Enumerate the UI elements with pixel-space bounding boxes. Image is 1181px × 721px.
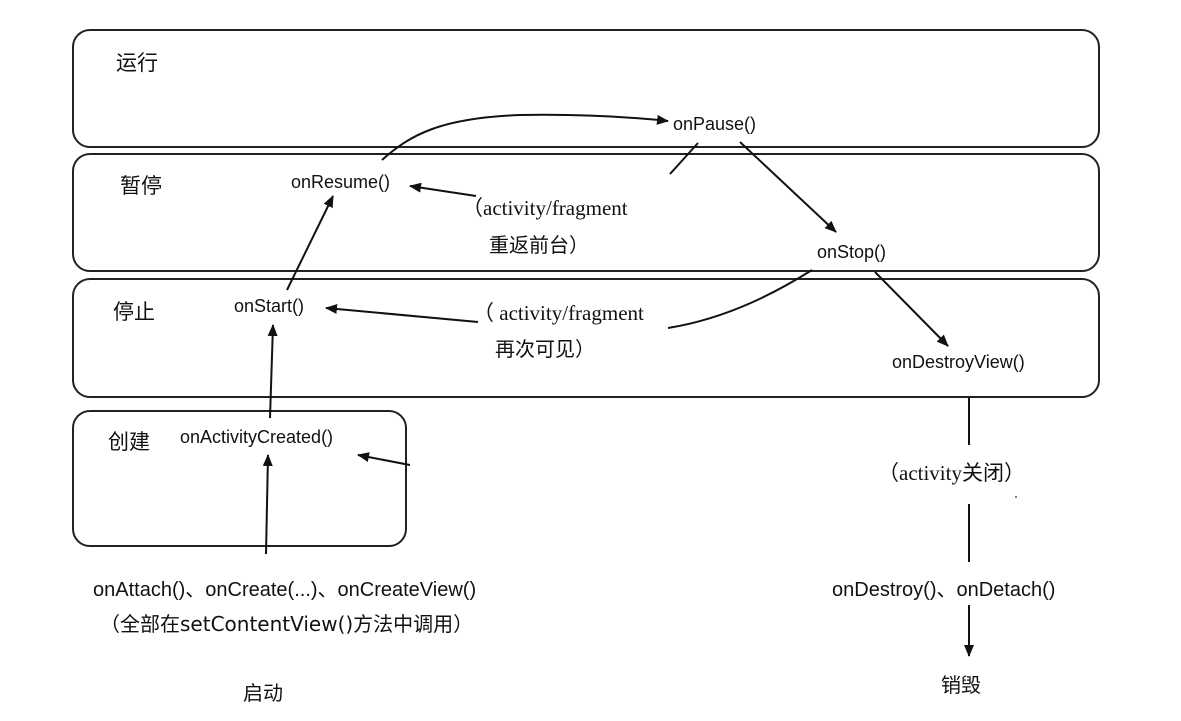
method-on-start: onStart() — [234, 296, 305, 316]
note-restart-line1: （ activity/fragment — [473, 301, 644, 325]
state-label-created: 创建 — [108, 430, 150, 454]
method-on-destroy-view: onDestroyView() — [892, 352, 1025, 372]
created-state-box — [72, 410, 407, 547]
endpoint-launch: 启动 — [243, 681, 283, 705]
state-label-stopped: 停止 — [113, 300, 155, 324]
endpoint-destroy: 销毁 — [941, 673, 981, 697]
note-resume-line2: 重返前台） — [489, 233, 589, 257]
method-on-pause: onPause() — [673, 114, 757, 134]
method-on-attach-create: onAttach()、onCreate(...)、onCreateView() — [93, 579, 477, 601]
method-on-stop: onStop() — [817, 242, 887, 262]
note-restart-line2: 再次可见） — [495, 337, 595, 361]
method-on-activity-created: onActivityCreated() — [180, 427, 334, 447]
stray-dot — [1015, 496, 1017, 498]
note-set-content-view: （全部在setContentView()方法中调用） — [100, 612, 474, 636]
note-resume-line1: （activity/fragment — [462, 196, 628, 220]
method-on-resume: onResume() — [291, 172, 391, 192]
state-label-paused: 暂停 — [120, 174, 162, 198]
note-activity-closed: （activity关闭） — [878, 461, 1025, 485]
method-on-destroy-detach: onDestroy()、onDetach() — [832, 579, 1056, 601]
running-state-box — [72, 29, 1100, 148]
state-label-running: 运行 — [116, 51, 158, 75]
